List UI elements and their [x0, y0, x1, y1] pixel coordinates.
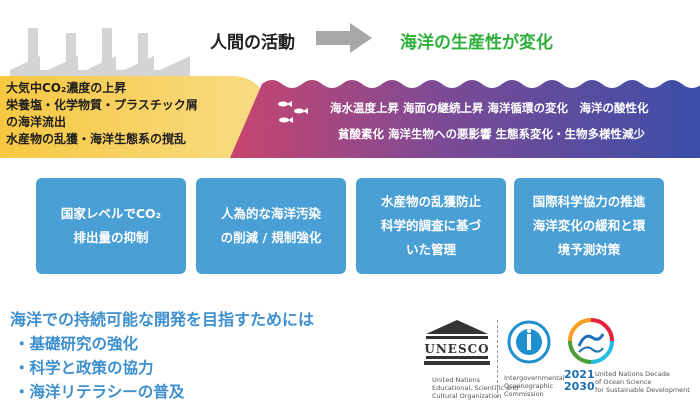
ocean-decade-logo	[568, 318, 614, 364]
measure-line: 国家レベルでCO₂	[60, 206, 162, 221]
measure-line: 排出量の抑制	[73, 230, 149, 245]
measure-line: 海洋変化の緩和と環	[532, 218, 646, 233]
sustainable-bullet: ・基礎研究の強化	[14, 335, 139, 353]
measure-line: 国際科学協力の推進	[532, 194, 646, 209]
measure-line: 科学的調査に基づ	[380, 218, 481, 233]
human-activity-list: 大気中CO₂濃度の上昇 栄養塩・化学物質・プラスチック屑 の海洋流出 水産物の乱…	[6, 80, 198, 148]
ioc-logo	[507, 320, 551, 364]
measure-line: 水産物の乱獲防止	[380, 194, 481, 209]
human-activity-item: 水産物の乱獲・海洋生態系の撹乱	[6, 132, 187, 146]
ioc-caption: Intergovernmental Oceanographic Commissi…	[504, 374, 565, 398]
unesco-wordmark: UNESCO	[424, 342, 489, 356]
arrow-right-icon	[316, 23, 372, 53]
sustainable-bullet: ・海洋リテラシーの普及	[14, 383, 185, 401]
ocean-productivity-label: 海洋の生産性が変化	[400, 33, 553, 53]
unesco-logo: UNESCO	[424, 320, 490, 365]
human-activity-item: 大気中CO₂濃度の上昇	[6, 81, 127, 95]
measure-line: 境予測対策	[557, 242, 621, 257]
measure-box-cooperation: 国際科学協力の推進 海洋変化の緩和と環 境予測対策	[514, 178, 664, 274]
ocean-illustration	[0, 23, 700, 158]
human-activity-band	[0, 76, 290, 158]
sustainable-bullet: ・科学と政策の協力	[14, 359, 154, 377]
fish-icon	[278, 101, 308, 123]
measure-line: いた管理	[405, 242, 456, 257]
ocean-change-line: 貧酸素化 海洋生物への悪影響 生態系変化・生物多様性減少	[338, 127, 646, 141]
logo-divider	[497, 320, 498, 398]
measure-box-pollution: 人為的な海洋汚染 の削減 / 規制強化	[196, 178, 346, 274]
ocean-wave-band	[230, 80, 700, 158]
ocean-decade-caption: United Nations Decade of Ocean Science f…	[595, 370, 690, 394]
human-activity-item: の海洋流出	[6, 115, 67, 129]
measure-line: の削減 / 規制強化	[220, 230, 322, 245]
measure-box-co2: 国家レベルでCO₂ 排出量の抑制	[36, 178, 186, 274]
ocean-decade-years: 2021 2030	[564, 368, 595, 393]
human-activity-item: 栄養塩・化学物質・プラスチック屑	[6, 98, 198, 112]
unesco-caption: United Nations Educational, Scientific a…	[432, 376, 519, 400]
sustainable-title: 海洋での持続可能な開発を目指すためには	[10, 310, 315, 329]
ocean-change-line: 海水温度上昇 海面の継続上昇 海洋循環の変化 海洋の酸性化	[330, 101, 649, 115]
human-activity-label: 人間の活動	[210, 33, 295, 53]
measure-box-fishery: 水産物の乱獲防止 科学的調査に基づ いた管理	[356, 178, 506, 274]
measure-line: 人為的な海洋汚染	[220, 206, 321, 221]
